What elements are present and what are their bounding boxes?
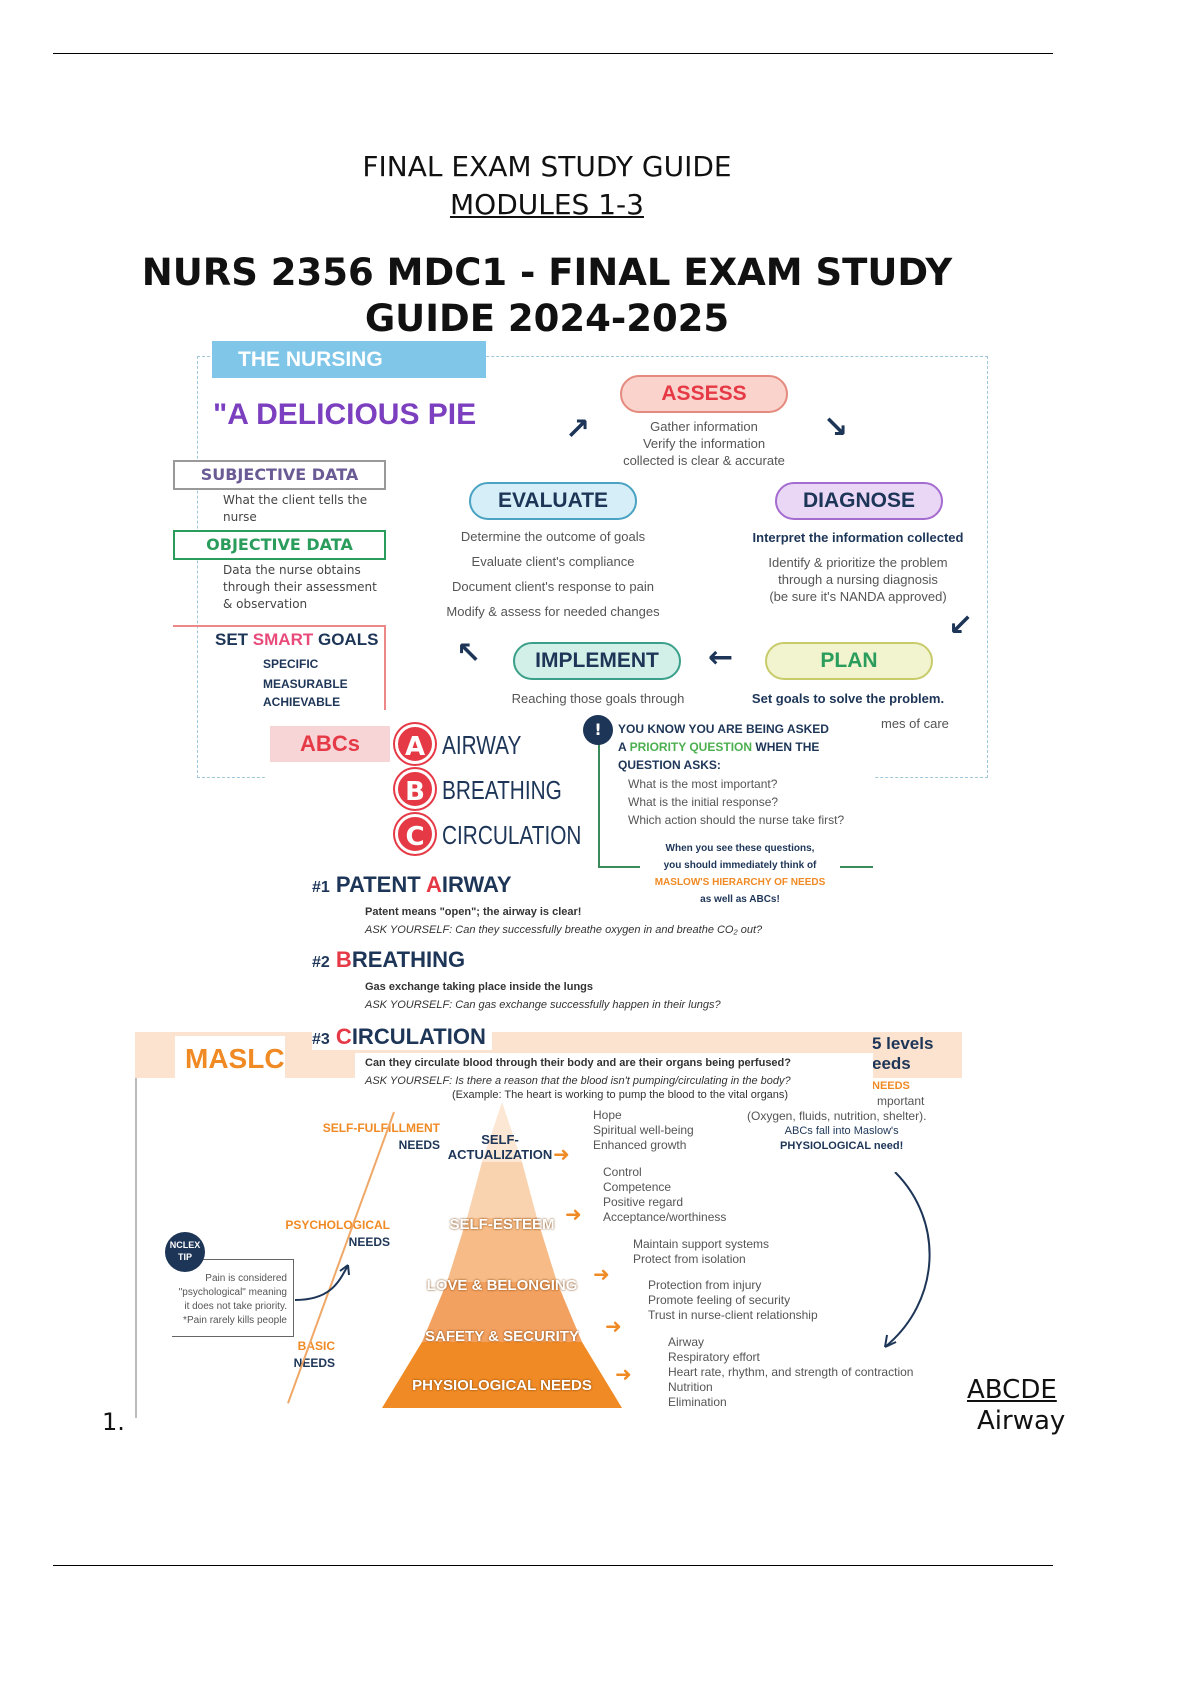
- plan-pill: PLAN: [765, 642, 933, 680]
- list-number: 1.: [102, 1408, 125, 1436]
- nclex-tip-text: Pain is considered"psychological" meanin…: [178, 1273, 287, 1326]
- section-circulation-heading: #3 CIRCULATION: [312, 1024, 492, 1050]
- arrow-up-left-icon: ↖: [456, 636, 482, 671]
- priority-heading: YOU KNOW YOU ARE BEING ASKED A PRIORITY …: [618, 722, 829, 772]
- nclex-tip-box: [172, 1259, 294, 1337]
- tier-self-actualization: SELF-ACTUALIZATION: [447, 1132, 553, 1162]
- letter-a-badge: A: [395, 724, 435, 764]
- evaluate-pill: EVALUATE: [469, 482, 637, 520]
- plan-text: Set goals to solve the problem.: [751, 691, 945, 706]
- arrow-down-right-icon: ↘: [823, 410, 849, 445]
- breathing-word: BREATHING: [442, 775, 562, 805]
- physio-note: (Oxygen, fluids, nutrition, shelter).: [747, 1109, 927, 1123]
- circulation-bullet-2: ASK YOURSELF: Is there a reason that the…: [365, 1075, 791, 1087]
- circulation-bullets-bg: [355, 1053, 873, 1103]
- letter-b-badge: B: [395, 769, 435, 809]
- document-title-line2: GUIDE 2024-2025: [364, 297, 730, 340]
- nursing-process-image: THE NURSING PROCESS "A DELICIOUS PIE SUB…: [173, 340, 990, 780]
- breathing-bullet-1: Gas exchange taking place inside the lun…: [365, 981, 594, 993]
- objective-data: OBJECTIVE DATA: [173, 530, 386, 560]
- airway-bullet-2: ASK YOURSELF: Can they successfully brea…: [365, 924, 763, 936]
- pyramid: [382, 1102, 622, 1408]
- arrow-right-icons: ➜➜➜➜➜: [553, 1142, 632, 1386]
- side-item: Airway: [977, 1406, 1066, 1436]
- plan-text-2: mes of care: [881, 716, 949, 731]
- overlay-subtitle: MODULES 1-3: [100, 188, 994, 221]
- tier-safety-security: SAFETY & SECURITY: [425, 1328, 579, 1345]
- objective-text: Data the nurse obtains through their ass…: [223, 563, 377, 611]
- letter-c-badge: C: [395, 814, 435, 854]
- important-text: mportant: [877, 1094, 925, 1108]
- needs-label: NEEDS: [872, 1080, 910, 1092]
- subjective-text: What the client tells the nurse: [223, 493, 368, 524]
- tip-arrow-icon: [294, 1264, 350, 1301]
- arrow-up-icon: ↗: [565, 412, 591, 447]
- mnemonic: "A DELICIOUS PIE: [213, 398, 477, 431]
- maslow-title: MASLC: [175, 1036, 285, 1082]
- smart-box: [173, 625, 386, 763]
- subjective-data: SUBJECTIVE DATA: [173, 460, 386, 490]
- section-airway-heading: #1 PATENT AIRWAY: [312, 872, 512, 897]
- assess-pill: ASSESS: [620, 375, 788, 413]
- tier-love-belonging: LOVE & BELONGING: [426, 1277, 578, 1294]
- smart-2: MEASURABLE: [263, 677, 348, 691]
- abcs-label: ABCs: [270, 726, 390, 762]
- airway-word: AIRWAY: [442, 730, 522, 760]
- document-title-line1: NURS 2356 MDC1 - FINAL EXAM STUDY: [141, 251, 953, 294]
- smart-1: SPECIFIC: [263, 657, 319, 671]
- circulation-word: CIRCULATION: [442, 820, 582, 850]
- diagnose-bold: Interpret the information collected: [752, 530, 964, 545]
- priority-questions: What is the most important?What is the i…: [628, 777, 845, 827]
- circulation-bullet-3: (Example: The heart is working to pump t…: [452, 1089, 789, 1101]
- maslow-left-border: [135, 1078, 137, 1418]
- top-rule: [53, 53, 1053, 54]
- arrow-left-icon: ←: [708, 640, 734, 675]
- circulation-bullet-1: Can they circulate blood through their b…: [365, 1057, 791, 1069]
- smart-3: ACHIEVABLE: [263, 695, 341, 709]
- overlay-subtitle-text: MODULES 1-3: [450, 188, 644, 221]
- nclex-tip-badge: NCLEX TIP: [165, 1232, 205, 1272]
- section-breathing-heading: #2 BREATHING: [312, 947, 466, 972]
- arrow-down-left-icon: ↙: [948, 608, 974, 643]
- bottom-rule: [53, 1565, 1053, 1566]
- diagnose-pill: DIAGNOSE: [775, 482, 943, 520]
- maslow-callout: When you see these questions,you should …: [640, 840, 840, 908]
- implement-text: Reaching those goals through: [511, 691, 685, 706]
- curved-arrow-icon: [884, 1172, 931, 1348]
- side-heading: ABCDE: [967, 1375, 1057, 1405]
- priority-badge: !: [583, 715, 613, 745]
- banner: THE NURSING PROCESS: [212, 341, 486, 408]
- airway-bullet-1: Patent means "open"; the airway is clear…: [365, 906, 582, 918]
- breathing-bullet-2: ASK YOURSELF: Can gas exchange successfu…: [365, 999, 721, 1011]
- overlay-title: FINAL EXAM STUDY GUIDE: [362, 150, 732, 183]
- tier-physiological: PHYSIOLOGICAL NEEDS: [412, 1377, 592, 1394]
- implement-pill: IMPLEMENT: [513, 642, 681, 680]
- tier-self-esteem: SELF-ESTEEM: [449, 1216, 555, 1233]
- smart-title: SET SMART GOALS: [215, 630, 379, 649]
